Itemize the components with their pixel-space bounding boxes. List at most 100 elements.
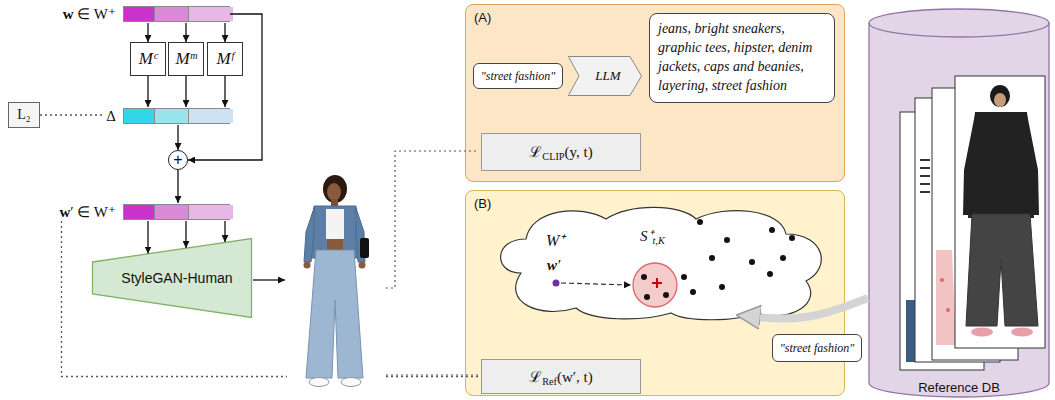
loss-leader-line bbox=[386, 151, 479, 375]
text-part: w bbox=[547, 257, 557, 273]
arrow-connector bbox=[224, 221, 225, 242]
prompt-box: "street fashion" bbox=[772, 334, 862, 362]
vector-strip bbox=[123, 6, 230, 22]
node-label: StyleGAN-Human bbox=[121, 270, 232, 286]
generator-output-arrow bbox=[253, 279, 285, 280]
text-part: W⁺ bbox=[546, 232, 564, 249]
loss-leader-line bbox=[386, 374, 479, 375]
text-part: Δ bbox=[106, 108, 116, 124]
arrow-connector bbox=[147, 76, 148, 107]
vector-segment bbox=[155, 109, 189, 123]
text-part: ′ ∈ W⁺ bbox=[70, 204, 116, 220]
latent-space-points bbox=[780, 255, 786, 261]
reference-image-cards bbox=[915, 98, 1000, 362]
text-part: jeans, bright sneakers, graphic tees, hi… bbox=[658, 21, 812, 93]
dotted-connector bbox=[61, 221, 481, 377]
generated-person-image bbox=[327, 239, 343, 250]
text-part: + bbox=[173, 151, 182, 168]
mapper-box: Mᶜ bbox=[130, 42, 166, 76]
reference-image-cards bbox=[955, 76, 1045, 348]
text-part: LLM bbox=[595, 68, 620, 83]
text-part: (A) bbox=[474, 10, 491, 25]
text-part: Mᵐ bbox=[175, 49, 196, 68]
arrow-connector bbox=[185, 23, 186, 42]
generated-person-image bbox=[309, 378, 329, 387]
generated-person-image bbox=[310, 206, 360, 258]
latent-space-cloud: W⁺ bbox=[491, 201, 831, 323]
vector-segment bbox=[189, 109, 233, 123]
panel: (B)W⁺ℒRef(w′, t) bbox=[465, 190, 845, 396]
reference-image-cards bbox=[940, 278, 944, 282]
latent-space-points bbox=[644, 294, 650, 300]
prompt-box: "street fashion" bbox=[473, 63, 563, 89]
vector-segment bbox=[155, 7, 189, 21]
arrow-connector bbox=[147, 221, 148, 254]
database-cylinder-outline bbox=[869, 9, 1049, 397]
database-cylinder: Reference DB bbox=[868, 8, 1050, 398]
reference-image-cards bbox=[920, 160, 930, 192]
latent-space-points bbox=[553, 280, 560, 287]
sum-circle: + bbox=[168, 150, 188, 170]
latent-space-points bbox=[561, 283, 631, 285]
vector-segment bbox=[155, 205, 189, 219]
retrieval-arrow bbox=[746, 298, 868, 319]
arrow-connector bbox=[147, 23, 148, 42]
arrow-connector bbox=[188, 14, 262, 160]
reference-image-cards bbox=[968, 112, 1034, 218]
node-label: w ∈ W⁺ bbox=[63, 5, 116, 23]
generated-person-image bbox=[287, 168, 386, 390]
text-part: Mᶜ bbox=[139, 49, 158, 68]
text-part: CLIP bbox=[542, 152, 564, 163]
generated-person-image bbox=[306, 250, 363, 378]
generated-person-image bbox=[304, 262, 311, 269]
text-part: ℒ bbox=[529, 144, 542, 160]
generated-person-image bbox=[327, 183, 341, 201]
node-label: (B) bbox=[474, 196, 836, 211]
latent-space-points bbox=[767, 271, 773, 277]
text-part: "street fashion" bbox=[481, 69, 556, 83]
reference-image-cards bbox=[1025, 114, 1039, 215]
latent-space-points bbox=[652, 278, 662, 288]
node-label: + bbox=[173, 152, 182, 168]
text-part: Reference DB bbox=[918, 380, 1000, 395]
text-part: Ref bbox=[542, 376, 557, 387]
latent-space-points bbox=[769, 227, 775, 233]
text-part: w bbox=[63, 6, 74, 22]
text-part: w bbox=[59, 204, 70, 220]
reference-image-cards bbox=[963, 114, 977, 215]
llm-chevron-outline bbox=[569, 57, 642, 96]
vector-strip bbox=[123, 204, 230, 220]
vector-segment bbox=[124, 7, 155, 21]
text-part: Mᶠ bbox=[216, 49, 233, 68]
edited-code-bar: w′ ∈ W⁺ bbox=[55, 203, 230, 221]
node-label: ℒCLIP(y, t) bbox=[529, 141, 592, 162]
node-label: L₂ bbox=[17, 107, 30, 123]
loss-leader-line bbox=[386, 151, 479, 288]
text-part: (w′, t) bbox=[557, 369, 593, 385]
reference-image-cards bbox=[971, 328, 993, 337]
vector-segment bbox=[124, 109, 155, 123]
node-label: W⁺ bbox=[546, 229, 564, 251]
latent-space-points bbox=[633, 263, 677, 307]
mapper-box: Mᶠ bbox=[207, 42, 243, 76]
latent-space-points bbox=[690, 289, 696, 295]
text-part: t,K bbox=[653, 235, 665, 246]
latent-space-points bbox=[553, 219, 796, 307]
reference-image-cards bbox=[906, 300, 916, 362]
math-label: w′ bbox=[547, 257, 560, 274]
panel: (A) "street fashion" LLM jeans, bright snea… bbox=[465, 4, 845, 182]
text-part: StyleGAN-Human bbox=[121, 270, 232, 286]
vector-segment bbox=[189, 7, 233, 21]
reference-image-cards bbox=[994, 93, 1006, 107]
arrow-connector bbox=[177, 125, 178, 150]
generated-person-image bbox=[331, 199, 338, 207]
node-label: Δ bbox=[106, 108, 116, 125]
node-label: Mᶠ bbox=[216, 49, 233, 69]
node-label: "street fashion" bbox=[780, 341, 855, 356]
node-label: "street fashion" bbox=[481, 69, 556, 84]
llm-chevron: LLM bbox=[568, 56, 642, 96]
latent-space-cloud-outline bbox=[491, 201, 831, 323]
